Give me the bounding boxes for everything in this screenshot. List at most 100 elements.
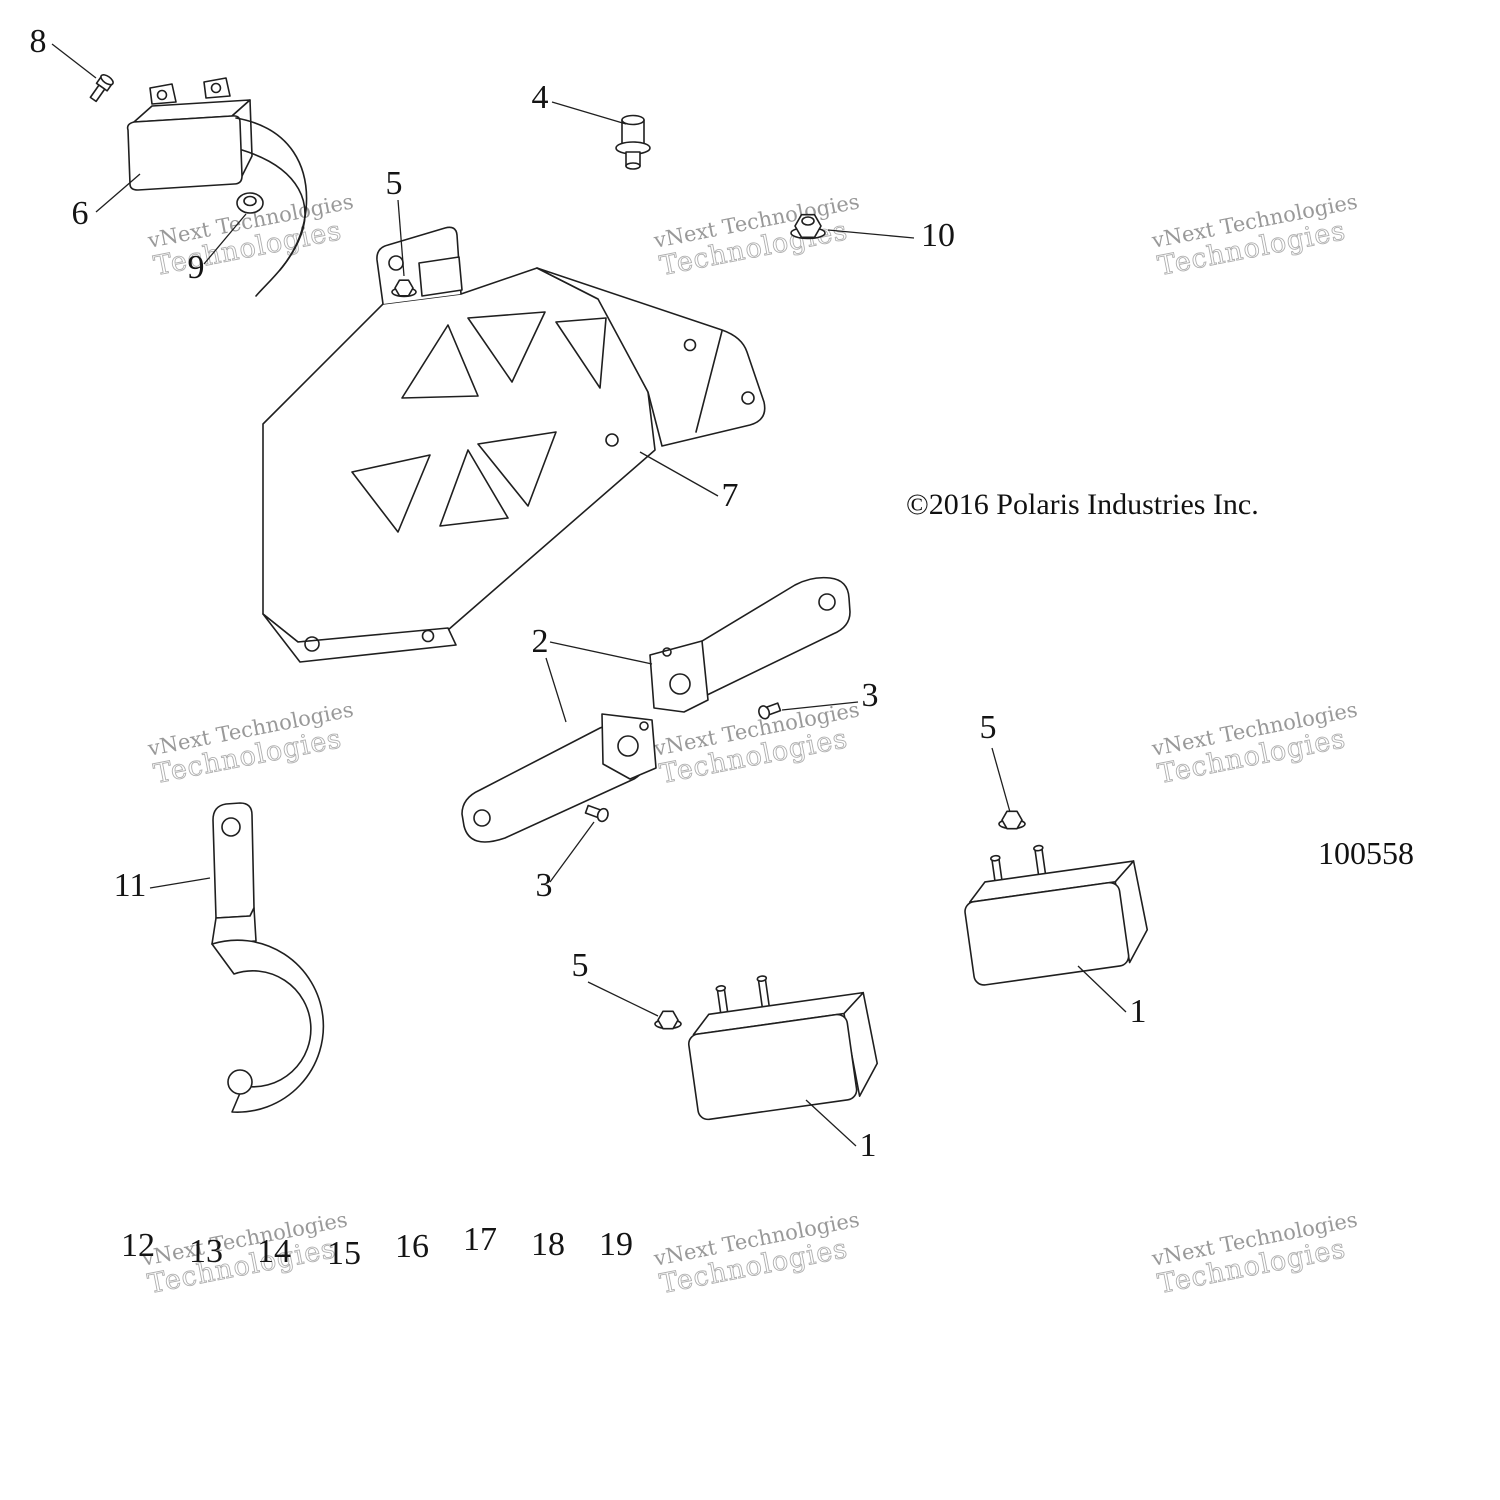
lamp-front-face <box>687 1013 858 1121</box>
callout-5-mid: 5 <box>572 947 589 984</box>
relay-tab <box>203 77 231 99</box>
label-layer: 8 4 6 9 5 10 7 2 3 5 11 3 5 1 1 ©2016 Po… <box>30 23 1415 1272</box>
leader-9 <box>203 213 247 265</box>
ear-hole <box>617 735 639 757</box>
leader-3b <box>549 821 595 883</box>
bolt-tip <box>625 162 641 170</box>
strap-hole <box>221 817 241 837</box>
ref-18: 18 <box>531 1226 565 1263</box>
callout-1-left: 1 <box>860 1127 877 1164</box>
part-5-nut-right <box>998 810 1026 830</box>
nut-hex <box>657 1010 679 1030</box>
leader-4 <box>551 101 627 125</box>
ref-19: 19 <box>599 1226 633 1263</box>
nut-hex <box>794 213 822 239</box>
hook-crescent <box>211 939 325 1113</box>
callout-1-right: 1 <box>1130 993 1147 1030</box>
plate-cutout-triangle <box>401 324 479 399</box>
callout-10: 10 <box>921 217 955 254</box>
arm-end-hole <box>473 809 491 827</box>
leader-lines <box>51 43 1127 1147</box>
leader-6 <box>95 173 141 213</box>
arm-end-hole <box>818 593 836 611</box>
part-6-relay-box <box>126 77 308 297</box>
wing-hole <box>683 338 697 352</box>
leader-5a <box>397 199 405 277</box>
leader-5b <box>991 747 1011 813</box>
wing-fold-line <box>695 330 723 433</box>
wing-hole <box>741 391 755 405</box>
part-10-flange-nut <box>790 213 826 240</box>
callout-2: 2 <box>532 623 549 660</box>
plate-cutout-triangle <box>439 449 509 527</box>
plate-cutout-triangle <box>477 431 557 507</box>
hook-notch <box>227 1069 253 1095</box>
part-1-lamp-right <box>964 844 1149 986</box>
part-number: 100558 <box>1318 835 1414 871</box>
foot-hole <box>304 636 320 652</box>
callout-5-right: 5 <box>980 709 997 746</box>
lamp-pin-tip <box>990 854 1001 862</box>
nut-body <box>236 192 264 214</box>
hook-strap <box>212 802 255 919</box>
plate-foot-flange <box>262 613 457 663</box>
leader-1b <box>805 1099 857 1147</box>
relay-front-face <box>126 115 243 191</box>
ref-12: 12 <box>121 1227 155 1264</box>
nut-hole <box>801 216 815 226</box>
ref-13: 13 <box>189 1233 223 1270</box>
ref-17: 17 <box>463 1221 497 1258</box>
part-8-screw <box>89 73 114 103</box>
callout-6: 6 <box>72 195 89 232</box>
relay-tab-hole <box>210 82 222 94</box>
nut-hex <box>1001 810 1023 830</box>
screw-shaft <box>89 84 106 103</box>
part-5-bolt-on-tab <box>391 279 417 298</box>
part-9-nut <box>236 192 264 214</box>
part-3-screw-upper <box>758 702 782 720</box>
callout-3-right: 3 <box>862 677 879 714</box>
parts-art-layer <box>89 73 1149 1121</box>
callout-9: 9 <box>188 249 205 286</box>
leader-8 <box>51 43 97 79</box>
ear-pilot-hole <box>639 721 649 731</box>
ref-15: 15 <box>327 1235 361 1272</box>
ref-16: 16 <box>395 1228 429 1265</box>
part-1-lamp-left <box>687 975 879 1121</box>
relay-tab <box>149 83 177 105</box>
bolt-head <box>621 114 645 126</box>
plate-cutout-triangle <box>467 311 546 383</box>
ref-14: 14 <box>257 1233 291 1270</box>
watermark-layer: vNext Technologies Technologies vNext Te… <box>139 189 1359 1300</box>
leader-2b <box>549 641 653 665</box>
lamp-pin <box>1034 846 1047 878</box>
relay-tab-hole <box>156 89 168 101</box>
lamp-pin-tip <box>715 985 727 992</box>
lamp-pin <box>757 977 771 1010</box>
plate-cutout-triangle <box>351 454 431 533</box>
callout-11: 11 <box>114 867 147 904</box>
part-5-nut-left <box>654 1010 682 1030</box>
hook-joint <box>211 907 257 945</box>
leader-3a <box>781 701 859 711</box>
callout-7: 7 <box>722 477 739 514</box>
leader-2a <box>545 657 567 723</box>
plate-hole <box>605 433 619 447</box>
leader-10 <box>827 229 915 239</box>
ear-hole <box>669 673 691 695</box>
plate-main-face <box>262 267 656 643</box>
callout-5-top: 5 <box>386 165 403 202</box>
nut-hole <box>243 195 257 207</box>
callout-4: 4 <box>532 79 549 116</box>
part-2-bracket-arm-upper <box>649 576 851 713</box>
relay-wire <box>235 117 308 271</box>
foot-hole <box>421 629 435 643</box>
tab-slot <box>418 256 463 297</box>
leader-7 <box>639 451 719 497</box>
part-7-bracket-plate <box>262 226 766 663</box>
plate-right-wing <box>536 267 766 447</box>
copyright-text: ©2016 Polaris Industries Inc. <box>906 488 1259 521</box>
bolt-hex-head <box>394 279 414 297</box>
